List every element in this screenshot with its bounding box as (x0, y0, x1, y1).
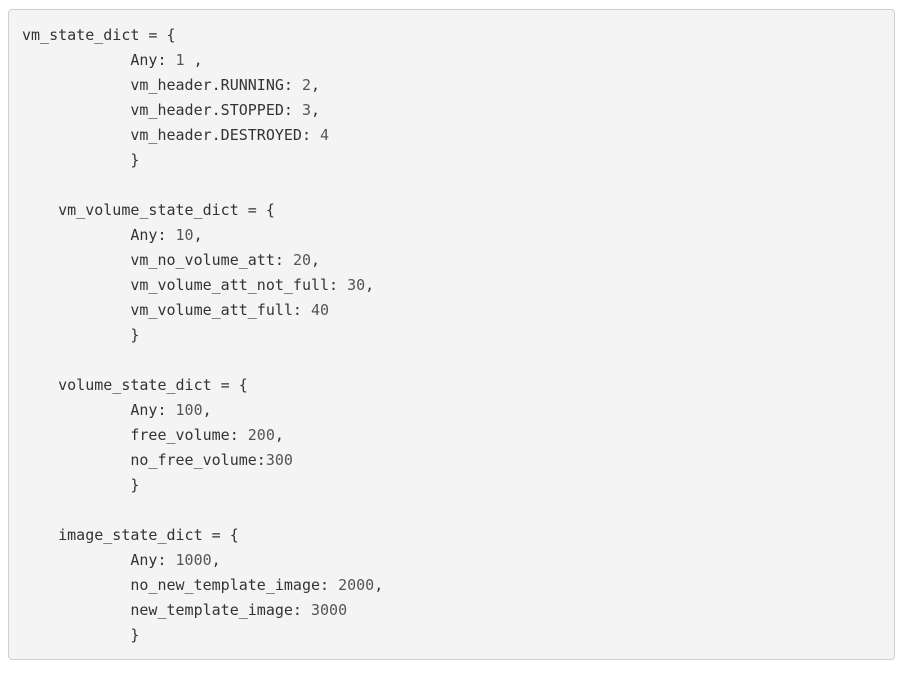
code-line: no_new_template_image: 2000, (22, 573, 383, 598)
code-line: Any: 1000, (22, 548, 383, 573)
code-text: vm_header.DESTROYED: (22, 126, 321, 144)
code-line: Any: 1 , (22, 48, 383, 73)
code-punctuation: , (311, 101, 321, 119)
code-text: vm_header.RUNNING: (22, 76, 302, 94)
code-text: new_template_image: (22, 601, 311, 619)
code-text: Any: (22, 226, 176, 244)
code-punctuation: , (311, 251, 321, 269)
code-punctuation: , (211, 551, 221, 569)
code-line: vm_volume_att_full: 40 (22, 298, 383, 323)
code-text: Any: (22, 551, 176, 569)
code-line: volume_state_dict = { (22, 373, 383, 398)
code-line: vm_volume_state_dict = { (22, 198, 383, 223)
code-text: no_new_template_image: (22, 576, 339, 594)
code-number: 10 (175, 226, 194, 244)
code-number: 20 (292, 251, 311, 269)
code-number: 4 (320, 126, 330, 144)
code-number: 1 (175, 51, 185, 69)
code-block: vm_state_dict = { Any: 1 , vm_header.RUN… (8, 9, 895, 660)
code-line: no_free_volume:300 (22, 448, 383, 473)
code-punctuation: , (374, 576, 384, 594)
code-line: } (22, 473, 383, 498)
code-text: no_free_volume: (22, 451, 266, 469)
code-line: Any: 100, (22, 398, 383, 423)
code-text: volume_state_dict = { (22, 376, 248, 394)
code-text: image_state_dict = { (22, 526, 239, 544)
code-punctuation: , (311, 76, 321, 94)
code-body: vm_state_dict = { Any: 1 , vm_header.RUN… (22, 23, 383, 648)
code-text: Any: (22, 401, 176, 419)
code-punctuation: , (274, 426, 284, 444)
code-line: } (22, 623, 383, 648)
code-text: vm_header.STOPPED: (22, 101, 302, 119)
code-text: vm_volume_att_full: (22, 301, 311, 319)
code-text: Any: (22, 51, 176, 69)
code-line: free_volume: 200, (22, 423, 383, 448)
code-number: 30 (347, 276, 366, 294)
code-punctuation: , (193, 226, 203, 244)
code-line: image_state_dict = { (22, 523, 383, 548)
code-line: } (22, 323, 383, 348)
code-text: } (22, 151, 140, 169)
code-line (22, 498, 383, 523)
code-number: 3000 (310, 601, 348, 619)
code-number: 3 (301, 101, 311, 119)
code-number: 2 (301, 76, 311, 94)
code-text: vm_volume_att_not_full: (22, 276, 348, 294)
code-number: 2000 (338, 576, 375, 594)
code-text: vm_state_dict = { (22, 26, 176, 44)
code-text: } (22, 476, 140, 494)
code-punctuation: , (365, 276, 375, 294)
code-line: vm_header.RUNNING: 2, (22, 73, 383, 98)
code-text: vm_volume_state_dict = { (22, 201, 275, 219)
code-line: vm_header.DESTROYED: 4 (22, 123, 383, 148)
code-line: vm_state_dict = { (22, 23, 383, 48)
code-number: 1000 (175, 551, 212, 569)
code-line: vm_no_volume_att: 20, (22, 248, 383, 273)
code-number: 100 (175, 401, 203, 419)
code-line: } (22, 148, 383, 173)
code-text: } (22, 626, 140, 644)
code-line (22, 348, 383, 373)
code-line: new_template_image: 3000 (22, 598, 383, 623)
code-number: 200 (247, 426, 275, 444)
code-line: vm_header.STOPPED: 3, (22, 98, 383, 123)
code-number: 300 (265, 451, 293, 469)
code-punctuation: , (202, 401, 212, 419)
code-line: Any: 10, (22, 223, 383, 248)
code-text: free_volume: (22, 426, 248, 444)
code-number: 40 (310, 301, 330, 319)
code-punctuation: , (184, 51, 203, 69)
code-line: vm_volume_att_not_full: 30, (22, 273, 383, 298)
code-text: } (22, 326, 140, 344)
code-line (22, 173, 383, 198)
code-text: vm_no_volume_att: (22, 251, 293, 269)
